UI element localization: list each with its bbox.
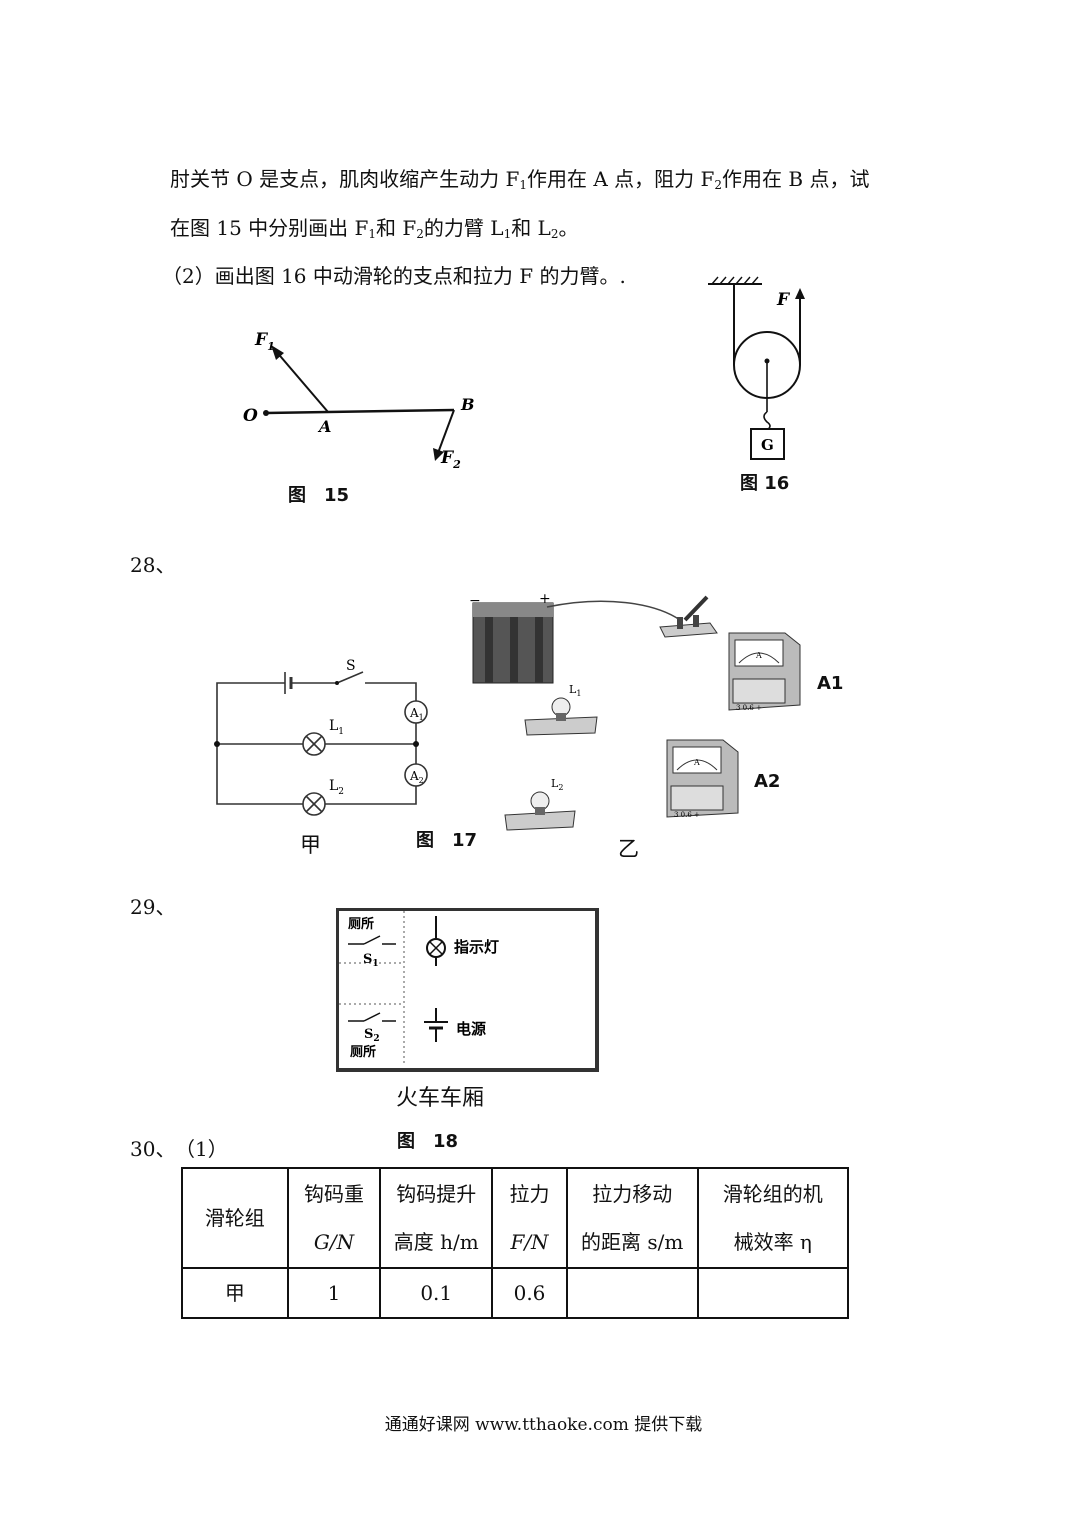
toilet-label-bottom: 厕所 xyxy=(350,1044,376,1060)
figure-16-caption: 图 16 xyxy=(740,473,790,494)
a1-dial-symbol: A xyxy=(755,651,762,660)
indicator-label: 指示灯 xyxy=(454,938,499,956)
cell-distance[interactable] xyxy=(565,1267,699,1319)
figure-16: F G xyxy=(708,276,805,460)
battery-minus: − xyxy=(469,593,481,609)
a2-dial-symbol: A xyxy=(693,758,700,767)
q27-part2: （2）画出图 16 中动滑轮的支点和拉力 F 的力臂。. xyxy=(162,264,626,288)
q28-number: 28、 xyxy=(130,553,176,577)
switch-blade xyxy=(336,671,364,684)
label-f1: F1 xyxy=(254,330,275,353)
header-lift-height: 钩码提升高度 h/m xyxy=(379,1167,494,1269)
label-a2-symbol: A2 xyxy=(409,769,424,785)
power-label: 电源 xyxy=(456,1020,486,1038)
lamp-l1 xyxy=(302,732,326,756)
q30-part: （1） xyxy=(175,1137,228,1161)
battery-plus: + xyxy=(539,591,551,607)
force-f1-arrow xyxy=(274,349,329,413)
cell-group: 甲 xyxy=(181,1267,289,1319)
ammeter-a1-device xyxy=(728,632,801,711)
wire xyxy=(546,600,681,621)
lamp-l1-board xyxy=(524,697,598,736)
ammeter-a2-device xyxy=(666,739,739,818)
label-s: S xyxy=(346,658,356,674)
toilet-label-top: 厕所 xyxy=(348,916,374,932)
header-pull-distance: 拉力移动的距离 s/m xyxy=(565,1167,699,1269)
pivot-o xyxy=(263,410,269,416)
q30-number: 30、 xyxy=(130,1137,176,1161)
figure-17-apparatus: − + L1 L2 A 3 0.6 + A 3 0.6 + xyxy=(469,591,801,831)
label-f: F xyxy=(776,290,791,310)
footer: 通通好课网 www.tthaoke.com 提供下载 xyxy=(384,1415,703,1435)
figure-17-caption: 图 17 xyxy=(416,830,478,851)
ceiling-hatch xyxy=(711,276,759,285)
cell-weight: 1 xyxy=(286,1267,382,1319)
lamp-l2 xyxy=(302,792,326,816)
label-b: B xyxy=(460,395,475,414)
weight-box xyxy=(750,428,785,460)
force-f1-arrowhead xyxy=(271,345,284,360)
cell-height: 0.1 xyxy=(379,1267,494,1319)
junction-right xyxy=(413,741,419,747)
cell-force: 0.6 xyxy=(491,1267,568,1319)
table-row: 甲 1 0.1 0.6 xyxy=(181,1267,850,1319)
figure-18-subtitle: 火车车厢 xyxy=(396,1086,485,1111)
cell-efficiency[interactable] xyxy=(696,1267,850,1319)
figure-18: 厕所 S1 S2 厕所 指示灯 电源 xyxy=(339,911,499,1065)
q29-number: 29、 xyxy=(130,895,176,919)
ammeter-a2-label: A2 xyxy=(754,771,781,792)
a2-terminals: 3 0.6 + xyxy=(674,811,700,819)
pull-arrowhead xyxy=(795,288,805,299)
label-a1-symbol: A1 xyxy=(409,706,424,722)
label-o: O xyxy=(243,406,258,426)
force-f2-arrowhead xyxy=(433,448,444,461)
figure-18-panel xyxy=(336,908,599,1072)
label-g: G xyxy=(761,436,774,454)
label-l1: L1 xyxy=(329,718,344,737)
label-a: A xyxy=(317,417,331,436)
header-efficiency: 滑轮组的机械效率 η xyxy=(696,1167,850,1269)
label-l2-photo: L2 xyxy=(551,777,563,792)
figure-17-right-label: 乙 xyxy=(618,837,639,861)
q27-line1: 肘关节 O 是支点，肌肉收缩产生动力 F1作用在 A 点，阻力 F2作用在 B … xyxy=(170,167,870,192)
a1-terminals: 3 0.6 + xyxy=(736,704,762,712)
wire-switch-right xyxy=(365,682,417,701)
figure-17-circuit: S L1 L2 A1 A2 xyxy=(214,658,428,816)
label-l2: L2 xyxy=(329,778,344,797)
label-s1: S1 xyxy=(363,952,379,969)
lever-rod xyxy=(265,408,455,415)
label-f2: F2 xyxy=(440,448,461,471)
switch-contact xyxy=(335,681,339,685)
figure-17-left-label: 甲 xyxy=(300,833,321,857)
figure-15-caption: 图 15 xyxy=(288,485,350,506)
lamp-l2-board xyxy=(504,791,576,831)
figure-15: F1 O A B F2 xyxy=(243,330,475,471)
knife-switch xyxy=(659,595,718,638)
ammeter-a1-label: A1 xyxy=(817,673,844,694)
figure-18-caption: 图 18 xyxy=(397,1131,459,1152)
header-pulley-group: 滑轮组 xyxy=(181,1167,289,1269)
label-s2: S2 xyxy=(364,1027,380,1044)
force-f2-arrow xyxy=(437,409,455,454)
hook xyxy=(763,411,771,431)
junction-left xyxy=(214,741,220,747)
label-l1-photo: L1 xyxy=(569,683,581,698)
q27-line2: 在图 15 中分别画出 F1和 F2的力臂 L1和 L2。 xyxy=(170,216,579,241)
battery xyxy=(472,602,554,684)
wire-a2-bottom xyxy=(325,786,417,805)
